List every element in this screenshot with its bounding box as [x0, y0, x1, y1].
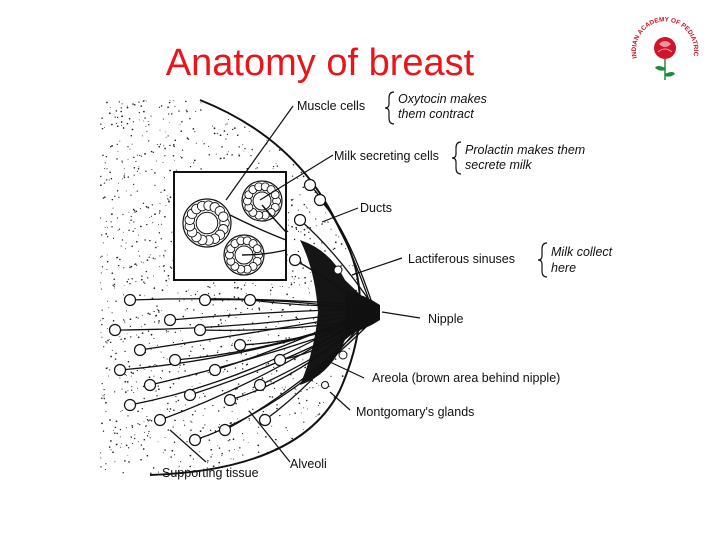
alveolus — [123, 293, 137, 307]
label-areola: Areola (brown area behind nipple) — [372, 371, 560, 385]
note-oxytocin-line1: Oxytocin makes — [398, 92, 487, 106]
alveolus — [133, 343, 147, 357]
alveolus — [303, 178, 317, 192]
note-oxytocin-line2: them contract — [398, 107, 474, 121]
note-prolactin-line1: Prolactin makes them — [465, 143, 585, 157]
alveolus — [243, 293, 257, 307]
note-milk-line2: here — [551, 261, 576, 275]
title-text: Anatomy of breast — [165, 42, 475, 84]
inset-alveoli — [182, 180, 287, 276]
logo-rose-icon — [654, 37, 676, 59]
duct-system — [114, 184, 376, 441]
label-pointers — [169, 105, 421, 463]
alveolus — [313, 193, 327, 207]
alveolus — [223, 393, 237, 407]
alveolus — [143, 378, 157, 392]
label-ducts: Ducts — [360, 201, 392, 215]
alveolus — [168, 353, 182, 367]
montgomery-gland — [321, 381, 329, 389]
alveolus — [288, 253, 302, 267]
montgomery-gland — [333, 265, 343, 275]
alveolus — [293, 213, 307, 227]
alveolus — [153, 413, 167, 427]
montgomery-gland — [338, 350, 348, 360]
alveolus — [253, 378, 267, 392]
label-lactiferous-sinuses: Lactiferous sinuses — [408, 252, 515, 266]
slide-title: Anatomy of breast — [0, 42, 720, 85]
alveolus — [123, 398, 137, 412]
alveolus — [198, 293, 212, 307]
alveolus — [258, 413, 272, 427]
label-milk-secreting-cells: Milk secreting cells — [334, 149, 439, 163]
note-prolactin-line2: secrete milk — [465, 158, 532, 172]
alveolus — [188, 433, 202, 447]
note-milk-line1: Milk collect — [551, 245, 613, 259]
label-supporting-tissue: Supporting tissue — [162, 466, 259, 480]
iap-logo: INDIAN ACADEMY OF PEDIATRICS — [631, 16, 699, 80]
alveolus — [113, 363, 127, 377]
alveolus — [193, 323, 207, 337]
label-montgomery-glands: Montgomary's glands — [356, 405, 474, 419]
label-muscle-cells: Muscle cells — [297, 99, 365, 113]
alveolus — [108, 323, 122, 337]
alveolus — [233, 338, 247, 352]
alveolus — [208, 363, 222, 377]
alveolus — [273, 353, 287, 367]
curly-braces — [384, 91, 548, 278]
alveolus — [183, 388, 197, 402]
label-nipple: Nipple — [428, 312, 463, 326]
alveolus — [218, 423, 232, 437]
alveoli-clusters — [108, 178, 327, 447]
areola-shading — [300, 240, 378, 385]
alveolus — [163, 313, 177, 327]
label-alveoli: Alveoli — [290, 457, 327, 471]
